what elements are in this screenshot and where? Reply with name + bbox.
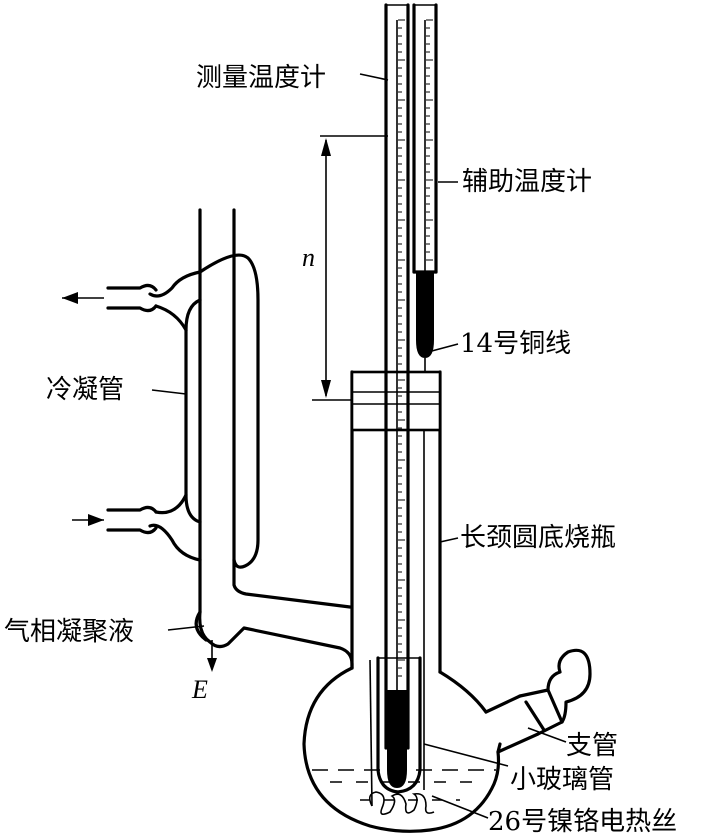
label-measuring-thermometer: 测量温度计 bbox=[196, 63, 326, 93]
label-vapor-condensate: 气相凝聚液 bbox=[4, 617, 134, 647]
label-heating-wire: 26号镍铬电热丝 bbox=[488, 807, 677, 837]
label-e: E bbox=[191, 675, 208, 704]
label-side-tube: 支管 bbox=[566, 731, 618, 761]
dimension-n bbox=[312, 135, 388, 401]
heating-coil bbox=[368, 659, 435, 816]
leader-lines bbox=[151, 73, 567, 819]
condenser bbox=[62, 208, 352, 644]
label-auxiliary-thermometer: 辅助温度计 bbox=[462, 167, 592, 197]
measuring-thermometer bbox=[384, 3, 410, 788]
label-copper-wire: 14号铜线 bbox=[460, 329, 571, 359]
label-condenser: 冷凝管 bbox=[46, 375, 124, 405]
condensate-receiver bbox=[194, 610, 354, 672]
long-neck-flask bbox=[302, 370, 592, 833]
auxiliary-thermometer bbox=[412, 3, 438, 790]
label-n: n bbox=[302, 243, 315, 272]
label-long-neck-flask: 长颈圆底烧瓶 bbox=[460, 523, 616, 553]
label-small-glass-tube: 小玻璃管 bbox=[510, 765, 614, 795]
